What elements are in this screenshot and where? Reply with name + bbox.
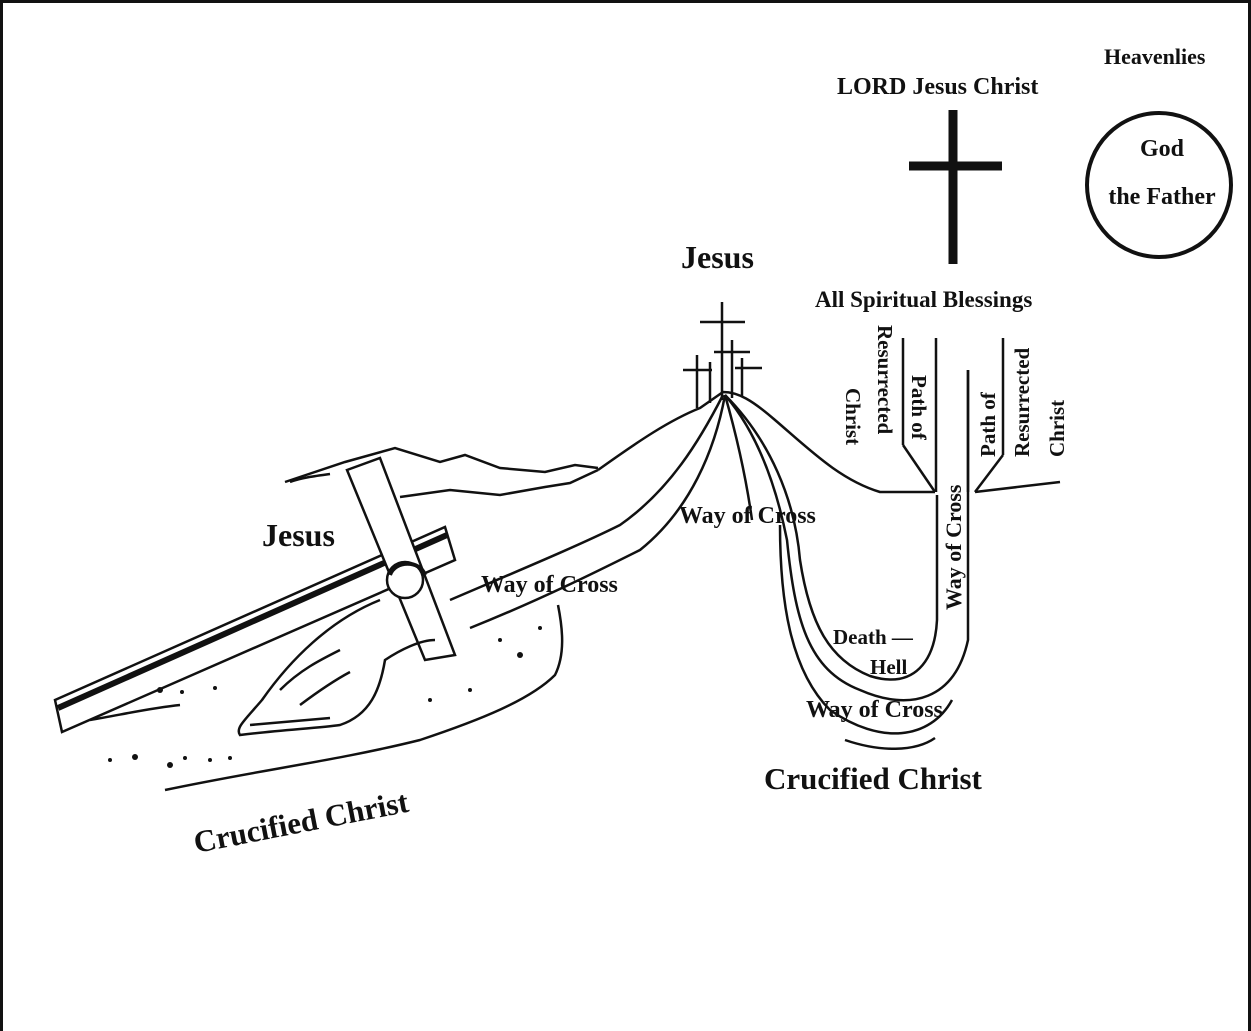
heavenlies-label: Heavenlies xyxy=(1104,44,1206,69)
way-of-cross-bottom-label: Way of Cross xyxy=(806,697,943,723)
christ-right-label: Christ xyxy=(1045,400,1069,457)
resurrected-left-label: Resurrected xyxy=(873,325,897,435)
death-label: Death — xyxy=(833,625,914,649)
way-of-cross-path-label: Way of Cross xyxy=(481,572,618,598)
way-of-cross-vertical-label: Way of Cross xyxy=(941,484,966,610)
risen-cross-icon xyxy=(909,110,1002,264)
path-of-left-label: Path of xyxy=(907,375,931,441)
way-of-cross-center-label: Way of Cross xyxy=(679,503,816,529)
hell-label: Hell xyxy=(870,655,907,679)
the-father-label: the Father xyxy=(1108,184,1216,210)
christ-left-label: Christ xyxy=(841,388,865,445)
jesus-carrying-cross-icon xyxy=(55,458,455,735)
all-spiritual-blessings-label: All Spiritual Blessings xyxy=(815,287,1032,312)
resurrected-right-label: Resurrected xyxy=(1010,347,1034,457)
crucified-christ-left-label: Crucified Christ xyxy=(191,784,412,860)
three-crosses-icon xyxy=(683,302,762,408)
mountain-range xyxy=(285,392,1060,497)
jesus-left-label: Jesus xyxy=(262,517,335,553)
lord-jesus-christ-label: LORD Jesus Christ xyxy=(837,74,1038,100)
jesus-top-label: Jesus xyxy=(681,239,754,275)
god-label: God xyxy=(1140,136,1185,162)
path-of-right-label: Path of xyxy=(976,391,1000,457)
crucified-christ-right-label: Crucified Christ xyxy=(764,761,983,796)
